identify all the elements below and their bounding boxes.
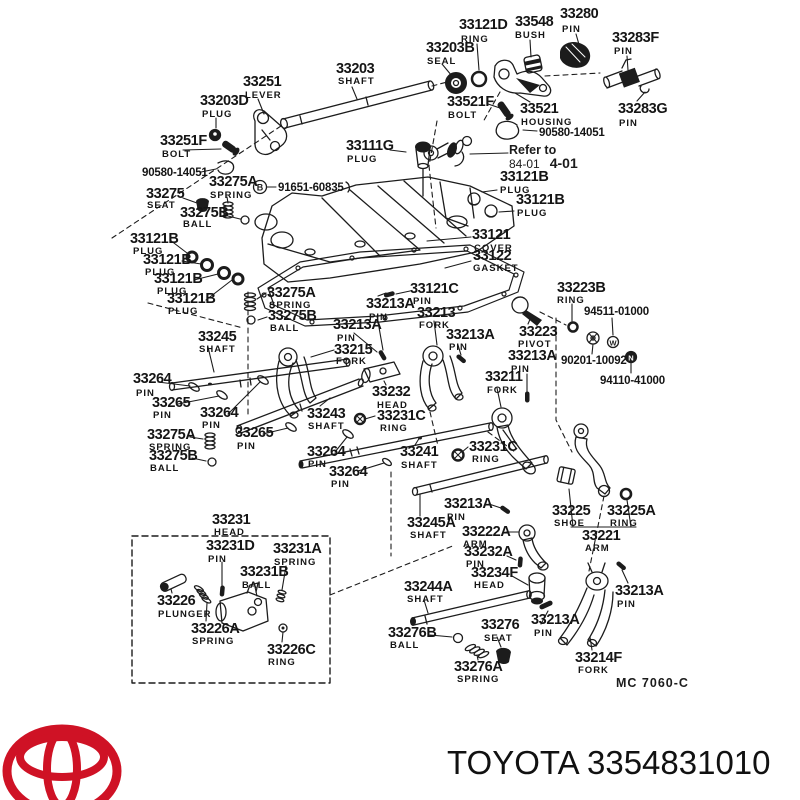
part-nut-94110: N: [624, 350, 638, 364]
svg-text:W: W: [609, 339, 617, 348]
footer-brand: TOYOTA: [447, 744, 578, 781]
part-ball-33276b: [452, 632, 464, 644]
part-shaft-33243: [235, 378, 364, 434]
part-shaft-33241: [298, 422, 494, 469]
part-plug-33111g: [415, 141, 431, 197]
gasket-bolt-holes: [261, 246, 519, 325]
part-washer-90201: [586, 331, 600, 345]
part-ring-33231c-1: [353, 412, 367, 426]
part-plugs-33121b-left: [185, 250, 245, 286]
small-pins: [188, 291, 626, 610]
part-plug-33203d: [208, 128, 222, 142]
part-bush-33548: [523, 54, 543, 74]
part-spring-33226a: [193, 585, 212, 604]
circled-b-marker: B: [252, 179, 351, 195]
part-fork-33211: [491, 407, 536, 475]
part-spring-33276a: [464, 643, 490, 659]
part-gasket-33122: [257, 244, 525, 327]
part-bolt-33521f: [497, 101, 514, 121]
part-spring-ball-center: [243, 292, 257, 325]
leader-lines: [157, 33, 646, 661]
refer-note-title: Refer to: [509, 143, 557, 157]
part-ring-33223b: [567, 321, 579, 333]
part-ring-33231c-2: [451, 448, 465, 462]
part-seat-33276: [496, 647, 511, 664]
part-shift-head-refer: [423, 135, 473, 167]
part-pin-33283g: [639, 85, 650, 94]
part-cover-33121: [254, 176, 515, 283]
part-pin-33280: [560, 42, 591, 68]
part-plunger-33226: [159, 573, 187, 592]
part-arm-33222a: [518, 524, 549, 571]
part-head-body-33231: [215, 582, 269, 632]
part-fork-33213: [419, 345, 464, 412]
part-ball-33275b-top: [240, 215, 250, 225]
part-head-33234f: [528, 572, 546, 605]
part-shaft-33244a: [410, 590, 532, 626]
part-plugs-33121b-right: [467, 192, 498, 218]
part-ball-33231b: [253, 597, 263, 607]
part-ring-33225a: [619, 487, 633, 501]
part-fork-33215: [276, 347, 317, 419]
part-shaft-33245: [168, 358, 351, 392]
footer-part-number: 3354831010: [586, 744, 771, 781]
refer-page: 84-01: [509, 157, 540, 171]
part-housing-33521: [493, 59, 552, 97]
part-seal-33203b: [445, 72, 467, 94]
part-head-33232: [361, 361, 401, 384]
part-bolt-33251f: [222, 140, 240, 156]
part-washer-94511: W: [606, 335, 620, 349]
diagram-code: MC 7060-C: [616, 676, 689, 690]
part-ring-33121d: [470, 70, 488, 88]
refer-note: Refer to 84-01 4-01: [509, 143, 578, 171]
toyota-logo: [2, 724, 122, 800]
construction-dashed-lines: [111, 72, 605, 596]
detail-box-dashed: [131, 535, 331, 684]
svg-text:B: B: [257, 183, 264, 193]
part-seat-33275: [196, 198, 209, 213]
part-shaft-33203: [280, 80, 435, 130]
part-lever-33251: [253, 109, 288, 156]
part-pivot-33223: [511, 296, 542, 326]
part-pin-33283f: [603, 58, 661, 89]
part-spring-ball-left: [204, 432, 217, 467]
part-arm-33221: [573, 423, 611, 498]
part-fork-33214f: [557, 562, 614, 648]
part-spring-33275a-top: [222, 201, 234, 219]
part-clip-90580-right: [495, 120, 520, 140]
svg-text:N: N: [628, 354, 633, 363]
footer-part-text: TOYOTA 3354831010: [447, 744, 771, 782]
part-ring-33226c: [278, 623, 288, 633]
part-shoe-33225: [556, 466, 576, 485]
refer-figure: 4-01: [549, 155, 578, 171]
part-spring-33231a: [275, 589, 287, 603]
part-clip-90580-left: [217, 160, 235, 175]
